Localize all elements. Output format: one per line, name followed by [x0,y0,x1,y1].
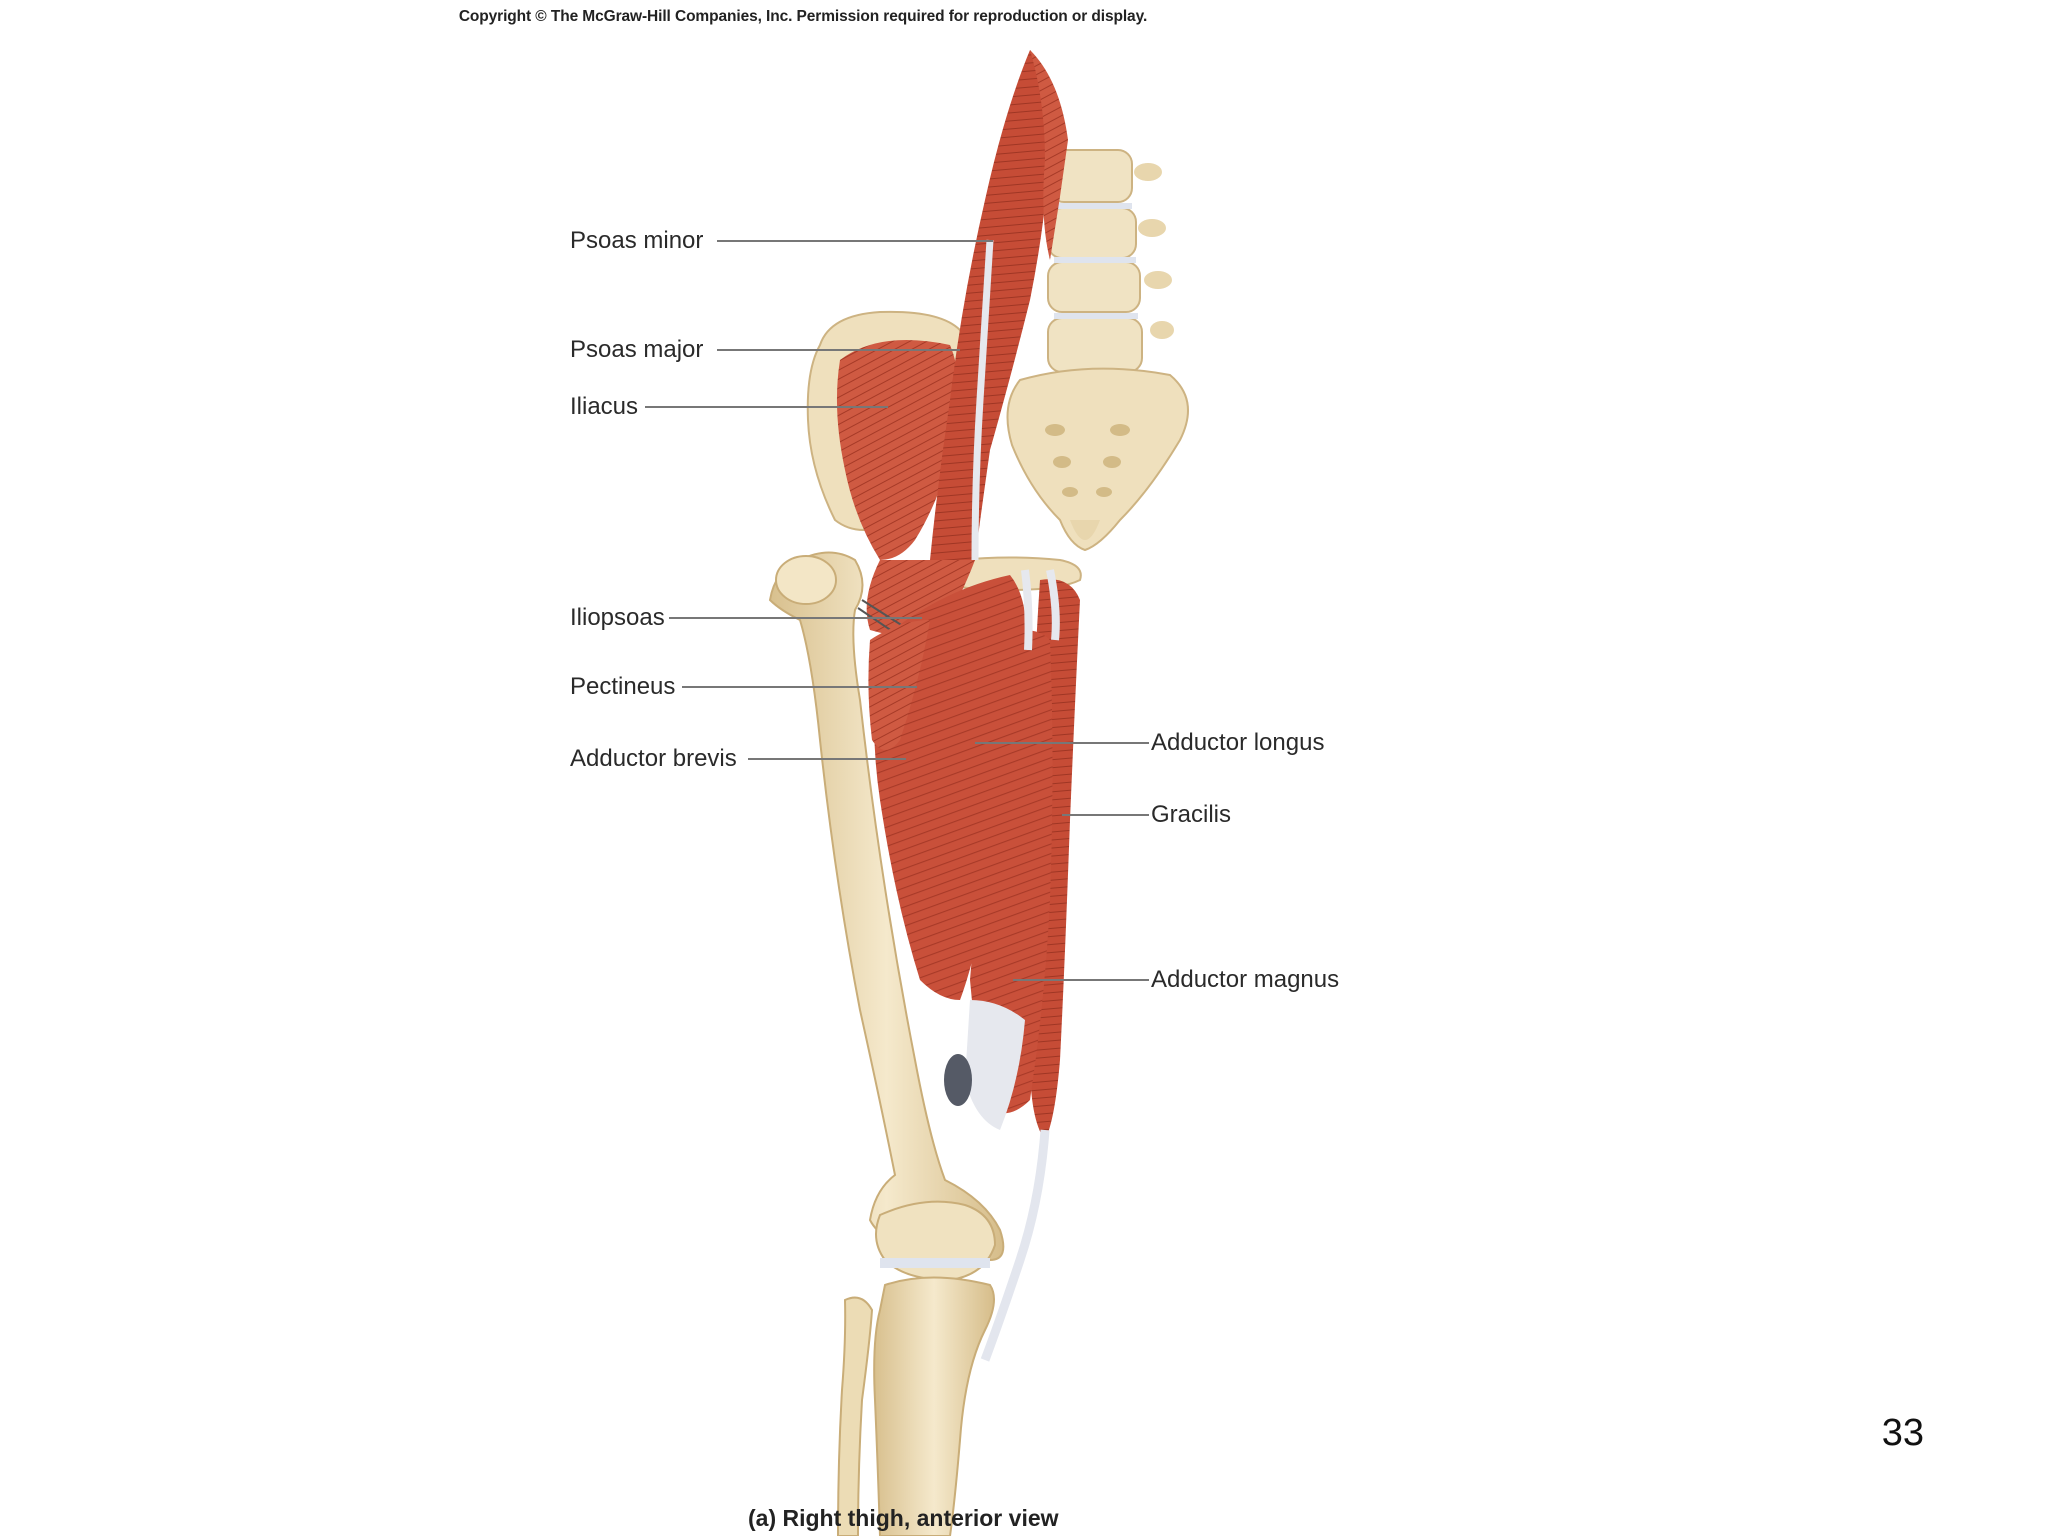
fibula [836,1296,874,1536]
label-iliopsoas: Iliopsoas [570,604,665,631]
copyright-notice: Copyright © The McGraw-Hill Companies, I… [458,8,1148,25]
psoas-minor-tendon [971,239,994,561]
patella [875,1200,997,1282]
sacral-foramina [1045,424,1130,497]
label-adductor-magnus: Adductor magnus [1151,966,1340,993]
greater-trochanter [775,555,837,605]
lumbar-vertebrae [1047,149,1174,373]
label-psoas-major: Psoas major [570,336,704,363]
tibia [873,1276,995,1536]
psoas-minor-muscle [1030,50,1068,260]
label-pectineus: Pectineus [570,673,676,700]
adductor-hiatus [944,1054,972,1106]
label-adductor-brevis: Adductor brevis [570,745,737,772]
figure-caption: (a) Right thigh, anterior view [748,1505,1059,1531]
leader-lines [645,240,1149,981]
label-adductor-longus: Adductor longus [1151,729,1325,756]
pectineus-muscle [868,620,930,750]
gracilis-tendon [980,1129,1050,1362]
adductor-magnus-muscle [970,630,1053,1114]
label-gracilis: Gracilis [1151,801,1232,828]
adductor-hiatus-tendon [965,1000,1025,1130]
sacrum [1006,367,1189,552]
iliacus-muscle [836,340,959,560]
psoas-major-muscle [930,50,1050,565]
label-iliacus: Iliacus [570,393,639,420]
label-psoas-minor: Psoas minor [570,227,704,254]
slide-number: 33 [1881,1412,1924,1454]
